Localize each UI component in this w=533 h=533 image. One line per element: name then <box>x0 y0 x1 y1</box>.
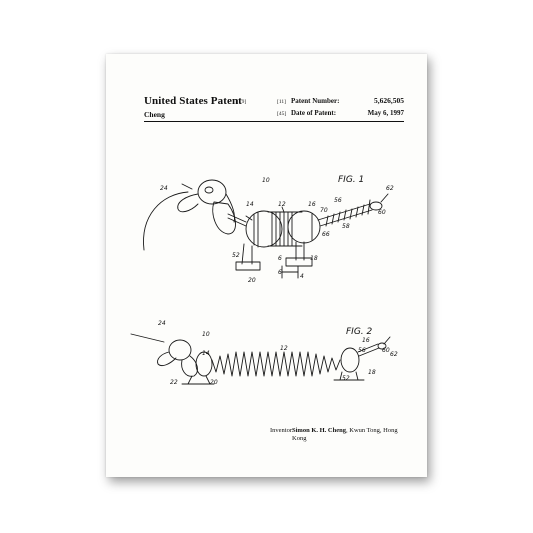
ref-label: 56 <box>358 347 366 354</box>
ref-label: 60 <box>382 347 390 354</box>
ref-label: 6 <box>278 255 282 262</box>
patent-title: United States Patent <box>144 95 242 107</box>
ref-label: 12 <box>280 345 288 352</box>
ref-label: 12 <box>278 201 286 208</box>
ref-label: 60 <box>378 209 386 216</box>
ref-label: 10 <box>202 331 210 338</box>
fig2-drawing <box>130 333 391 385</box>
ref-label: 18 <box>310 255 318 262</box>
ref-label: 4 <box>300 273 304 280</box>
ref-label: 24 <box>158 320 166 327</box>
ref-label: 20 <box>248 277 256 284</box>
date-value: May 6, 1997 <box>367 109 404 117</box>
ref-label: 52 <box>342 375 350 382</box>
date-label: Date of Patent: <box>291 109 337 117</box>
ref-label: 22 <box>170 379 178 386</box>
inventor-name: Simon K. H. Cheng <box>292 427 346 434</box>
fig1-label: FIG. 1 <box>338 175 364 185</box>
number-value: 5,626,505 <box>374 96 404 105</box>
ref-label: 10 <box>262 177 270 184</box>
inventor-details: Simon K. H. Cheng, Kwun Tong, Hong Kong <box>292 427 402 443</box>
ref-label: 14 <box>202 350 210 357</box>
patent-poster: United States Patent [19] Cheng [11] Pat… <box>106 54 427 477</box>
ref-label: 24 <box>160 185 168 192</box>
ref-label: 56 <box>334 197 342 204</box>
inventor-label: Inventor: <box>270 427 294 434</box>
ref-label: 18 <box>368 369 376 376</box>
fig2-label: FIG. 2 <box>346 327 373 337</box>
ref-label: 6 <box>278 269 282 276</box>
ref-label: 62 <box>390 351 398 358</box>
header-rule <box>144 121 404 122</box>
ref-label: 16 <box>362 337 370 344</box>
ref-label: 62 <box>386 185 394 192</box>
title-tag: [19] <box>237 99 247 105</box>
date-tag: [45] <box>277 111 287 117</box>
patent-drawing: FIG. 1 FIG. 2 24 10 14 12 16 70 56 62 60… <box>130 175 398 386</box>
ref-label: 66 <box>322 231 330 238</box>
ref-label: 16 <box>308 201 316 208</box>
number-tag: [11] <box>277 99 286 105</box>
number-label: Patent Number: <box>291 97 340 105</box>
ref-label: 58 <box>342 223 350 230</box>
ref-label: 20 <box>210 379 218 386</box>
fig1-drawing <box>143 179 389 279</box>
ref-label: 14 <box>246 201 254 208</box>
inventor-surname: Cheng <box>144 110 165 119</box>
ref-label: 52 <box>232 252 240 259</box>
ref-label: 70 <box>320 207 328 214</box>
inventor-location: , Kwun Tong, Hong Kong <box>292 427 398 442</box>
